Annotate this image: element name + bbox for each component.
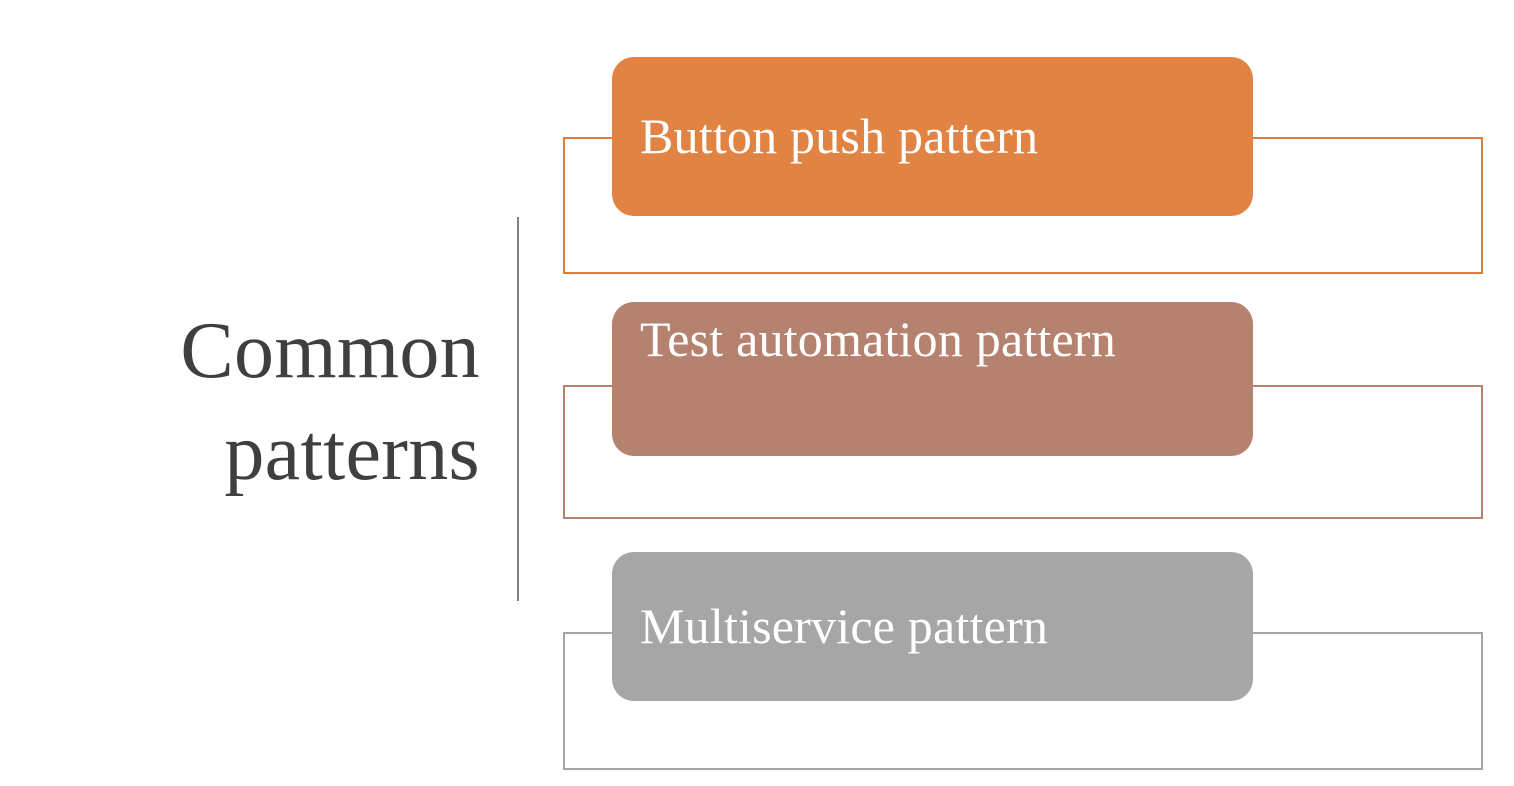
pattern-chip-test-automation[interactable]: Test automation pattern — [612, 302, 1253, 456]
pattern-chip-label: Button push pattern — [640, 108, 1039, 164]
pattern-chip-label: Multiservice pattern — [640, 598, 1049, 654]
pattern-chip-multiservice[interactable]: Multiservice pattern — [612, 552, 1253, 701]
page-title: Common patterns — [180, 307, 480, 498]
pattern-chip-button-push[interactable]: Button push pattern — [612, 57, 1253, 216]
pattern-chip-label: Test automation pattern — [640, 311, 1116, 367]
title-divider — [517, 217, 519, 601]
